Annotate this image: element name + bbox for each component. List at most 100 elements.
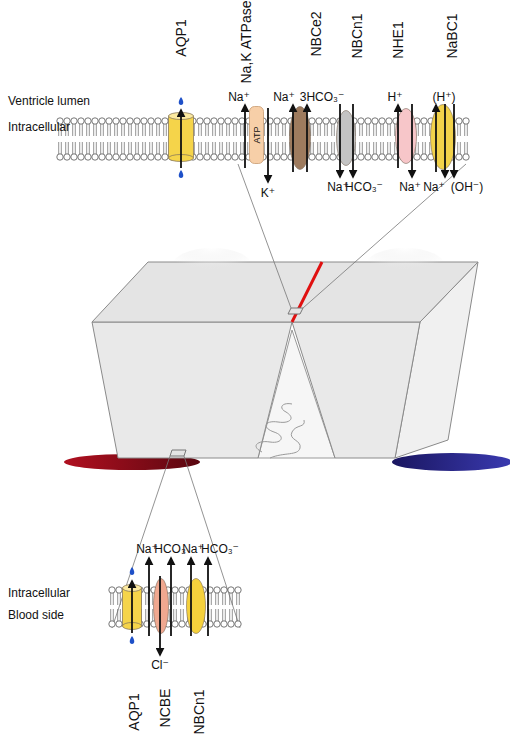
lipid-tail (117, 124, 118, 136)
lipid-tail (278, 142, 279, 154)
lipid-tail (331, 124, 332, 136)
lipid-tail (243, 142, 244, 154)
lipid-head (225, 154, 231, 160)
lipid-tail (282, 124, 283, 136)
lipid-tail (383, 124, 384, 136)
ion-label: HCO₃ (154, 542, 186, 556)
lipid-tail (236, 142, 237, 154)
ion-label: (OH⁻) (451, 180, 483, 194)
lipid-head (421, 118, 427, 124)
lipid-tail (138, 124, 139, 136)
ion-label: K⁺ (261, 186, 275, 200)
lipid-tail (366, 142, 367, 154)
lipid-tail (460, 124, 461, 136)
lipid-tail (166, 124, 167, 136)
water-drop (130, 567, 135, 575)
lipid-head (211, 154, 217, 160)
lipid-tail (429, 142, 430, 154)
lipid-head (358, 118, 364, 124)
lipid-tail (236, 609, 237, 621)
lipid-head (274, 154, 280, 160)
lipid-head (120, 154, 126, 160)
lipid-tail (222, 593, 223, 605)
ion-label: Na⁺ (228, 90, 250, 104)
lipid-tail (208, 142, 209, 154)
lipid-tail (373, 124, 374, 136)
lipid-head (155, 118, 161, 124)
flux-arrow (397, 105, 399, 168)
lipid-head (228, 587, 234, 593)
lipid-tail (240, 124, 241, 136)
lipid-tail (205, 142, 206, 154)
highlight (365, 248, 445, 284)
lipid-head (109, 621, 115, 627)
lipid-tail (82, 124, 83, 136)
lipid-head (232, 154, 238, 160)
lipid-tail (215, 593, 216, 605)
lipid-tail (215, 142, 216, 154)
lipid-bilayer (57, 118, 469, 627)
lipid-head (148, 154, 154, 160)
side-label: Intracellular (8, 120, 70, 134)
lipid-tail (107, 124, 108, 136)
lipid-tail (86, 124, 87, 136)
lipid-tail (278, 124, 279, 136)
lipid-tail (100, 142, 101, 154)
lipid-head (372, 118, 378, 124)
lipid-tail (239, 609, 240, 621)
lipid-head (148, 118, 154, 124)
lipid-tail (121, 124, 122, 136)
lipid-tail (121, 142, 122, 154)
lipid-tail (211, 593, 212, 605)
transporter-name: AQP1 (173, 19, 189, 56)
lipid-head (78, 154, 84, 160)
zoom-box (288, 308, 303, 314)
lipid-tail (201, 142, 202, 154)
lipid-tail (369, 142, 370, 154)
flux-arrow (190, 558, 192, 636)
ion-label: HCO₃⁻ (345, 180, 383, 194)
transporter-name: NBCe2 (308, 11, 324, 56)
lipid-head (463, 118, 469, 124)
lipid-tail (201, 124, 202, 136)
flux-arrow (207, 558, 209, 636)
lipid-tail (107, 142, 108, 154)
lipid-tail (86, 142, 87, 154)
lipid-tail (173, 609, 174, 621)
lipid-tail (79, 124, 80, 136)
lipid-tail (219, 124, 220, 136)
lipid-head (232, 118, 238, 124)
lipid-tail (320, 142, 321, 154)
transporter-name: AQP1 (126, 693, 142, 730)
lipid-tail (163, 124, 164, 136)
lipid-head (116, 587, 122, 593)
transporter-name: NaBC1 (444, 13, 460, 58)
transporter: NaBC1 (430, 104, 456, 170)
lipid-tail (169, 593, 170, 605)
lipid-tail (61, 142, 62, 154)
side-label: Ventricle lumen (8, 94, 90, 108)
lipid-tail (225, 609, 226, 621)
lipid-tail (422, 124, 423, 136)
flux-arrow (435, 105, 437, 172)
lipid-tail (264, 142, 265, 154)
lipid-head (134, 118, 140, 124)
lipid-tail (467, 124, 468, 136)
flux-arrow (352, 104, 354, 177)
zoom-line (303, 164, 466, 308)
lipid-tail (222, 142, 223, 154)
transporter-name: NBCn1 (191, 689, 207, 734)
lipid-tail (373, 142, 374, 154)
lipid-head (421, 154, 427, 160)
lipid-tail (152, 593, 153, 605)
transporter-body (431, 105, 456, 170)
lipid-head (309, 118, 315, 124)
lipid-tail (464, 142, 465, 154)
lipid-tail (156, 142, 157, 154)
lipid-tail (313, 124, 314, 136)
lipid-tail (124, 142, 125, 154)
lipid-tail (100, 124, 101, 136)
lipid-tail (226, 142, 227, 154)
